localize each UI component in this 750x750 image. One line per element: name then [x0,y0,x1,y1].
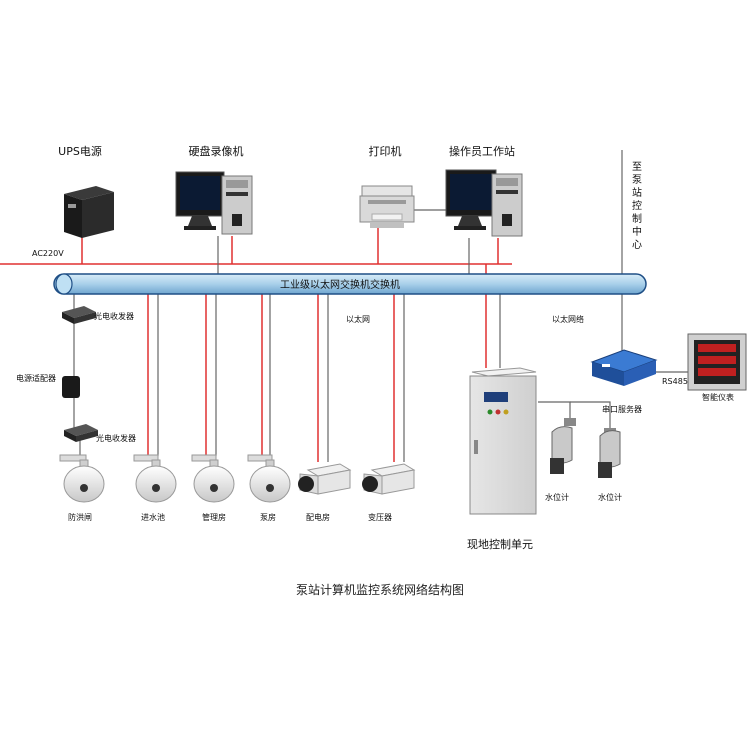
ethernet2-label: 以太网络 [552,314,584,324]
level1-label: 水位计 [545,492,569,502]
serial-server [590,349,658,386]
connections [0,150,688,462]
printer-device [359,185,415,228]
ups-device [64,186,114,238]
dome-camera-2 [133,454,177,503]
power-adapter [62,376,80,398]
transceiver2-label: 光电收发器 [96,433,136,443]
rs485-label: RS485 [662,377,688,386]
water-level-sensor-1 [550,418,576,474]
diagram-title: 泵站计算机监控系统网络结构图 [296,582,464,597]
control-cabinet [469,367,537,515]
dvr-device [175,171,253,235]
adapter-label: 电源适配器 [16,373,56,383]
dome-camera-1 [59,454,105,503]
cabinet-label: 现地控制单元 [467,537,533,551]
serial-label: 串口服务器 [602,404,642,414]
remote-label: 至泵站控制中心 [632,161,642,251]
transceiver-bottom [64,424,98,442]
level2-label: 水位计 [598,492,622,502]
operator-workstation [445,169,523,237]
ups-label: UPS电源 [58,144,102,158]
smart-meter [687,333,747,391]
printer-label: 打印机 [369,144,402,158]
transceiver-top [62,306,96,324]
ethernet1-label: 以太网 [346,314,370,324]
cam3-label: 管理房 [202,512,226,522]
level-wiring [538,401,571,420]
dvr-label: 硬盘录像机 [189,144,244,158]
box-camera-1 [298,463,352,495]
level-wiring2 [570,401,611,430]
cam1-label: 防洪闸 [68,512,92,522]
transceiver1-label: 光电收发器 [94,311,134,321]
cam4-label: 泵房 [260,512,276,522]
water-level-sensor-2 [598,428,621,478]
switch-label: 工业级以太网交换机交换机 [280,278,400,291]
dome-camera-3 [191,454,235,503]
ethernet-switch: 工业级以太网交换机交换机 [53,273,647,295]
cam6-label: 变压器 [368,512,392,522]
operator-label: 操作员工作站 [449,144,515,158]
ac-label: AC220V [32,249,64,258]
box-camera-2 [362,463,416,495]
cam5-label: 配电房 [306,512,330,522]
cam2-label: 进水池 [141,512,165,522]
dome-camera-4 [247,454,291,503]
meter-label: 智能仪表 [702,392,734,402]
